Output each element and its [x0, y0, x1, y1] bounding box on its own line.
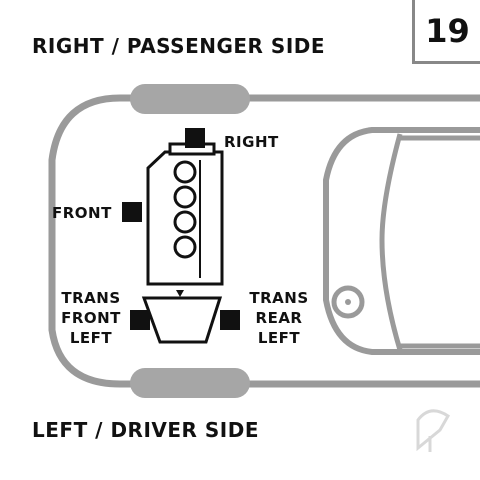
trans-rear-left-line-2: REAR [255, 309, 303, 327]
mount-trans-rear-left [220, 310, 240, 330]
car-body-inner-outline [61, 105, 480, 377]
front-left-tire [130, 368, 250, 398]
trans-front-left-line-1: TRANS [61, 289, 121, 307]
watermark-logo [416, 409, 450, 452]
trans-front-left-label: TRANS FRONT LEFT [56, 288, 126, 348]
page-number-badge: 19 [412, 0, 480, 64]
car-body-outline [48, 94, 480, 388]
mount-right [185, 128, 205, 148]
trans-front-left-line-2: FRONT [61, 309, 121, 327]
windshield-inner-line [379, 133, 403, 351]
left-driver-side-label: LEFT / DRIVER SIDE [32, 418, 259, 442]
windshield-outline [323, 127, 480, 355]
trans-rear-left-line-3: LEFT [257, 329, 301, 347]
transmission-connector [176, 290, 184, 297]
cylinder-4 [173, 235, 197, 259]
cylinder-2 [173, 185, 197, 209]
front-right-tire [130, 84, 250, 114]
mount-front [122, 202, 142, 222]
front-mount-label: FRONT [52, 204, 112, 222]
cylinder-1 [173, 160, 197, 184]
right-mount-label: RIGHT [224, 133, 279, 151]
trans-front-left-line-3: LEFT [69, 329, 113, 347]
transmission [141, 296, 223, 344]
steering-wheel-hub [345, 299, 351, 305]
trans-rear-left-line-1: TRANS [249, 289, 309, 307]
cylinder-3 [173, 210, 197, 234]
right-passenger-side-label: RIGHT / PASSENGER SIDE [32, 34, 326, 58]
mount-trans-front-left [130, 310, 150, 330]
trans-rear-left-label: TRANS REAR LEFT [244, 288, 314, 348]
